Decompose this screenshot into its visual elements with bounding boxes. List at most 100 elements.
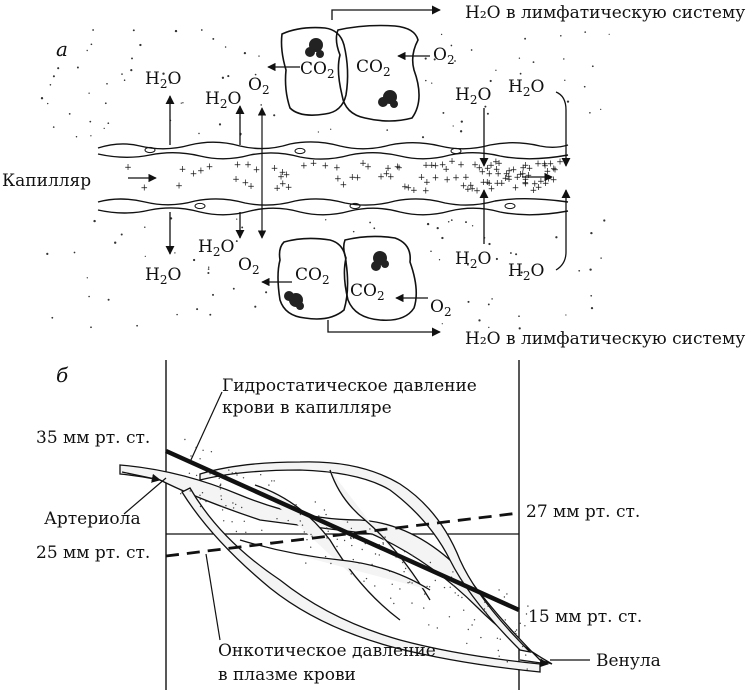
svg-text:+: + [359,159,367,169]
svg-text:+: + [422,161,430,171]
endothelial-nuclei [144,146,516,210]
svg-text:+: + [232,175,240,185]
svg-text:+: + [525,171,533,181]
svg-text:+: + [448,157,456,167]
svg-text:+: + [550,176,558,186]
svg-text:+: + [439,160,447,170]
svg-text:+: + [493,165,501,175]
svg-text:+: + [486,169,494,179]
svg-text:+: + [242,179,250,189]
svg-text:+: + [542,179,550,189]
svg-text:+: + [471,160,479,170]
svg-text:CO2: CO2 [295,265,330,287]
svg-text:+: + [457,161,465,171]
svg-text:+: + [492,158,500,168]
svg-text:+: + [487,161,495,171]
svg-text:+: + [410,186,418,196]
lymph-top: H₂O в лимфатическую систему [331,3,745,23]
svg-text:+: + [514,173,522,183]
svg-text:+: + [522,178,530,188]
svg-text:+: + [271,164,279,174]
arteriole-leader [123,477,167,515]
venula-label: Венула [596,651,661,671]
svg-text:+: + [484,178,492,188]
svg-text:+: + [464,185,472,195]
svg-text:+: + [530,186,538,196]
svg-text:+: + [206,163,214,173]
svg-text:+: + [334,174,342,184]
pressure-35: 35 мм рт. ст. [36,428,150,448]
hydrostatic-label-1: Гидростатическое давление [222,376,477,396]
svg-text:+: + [502,174,510,184]
svg-text:CO2: CO2 [350,281,385,303]
capillary-wall-bottom [97,198,569,216]
svg-text:+: + [541,160,549,170]
svg-text:+: + [354,173,362,183]
svg-text:O2: O2 [433,45,455,67]
svg-text:+: + [285,183,293,193]
svg-text:+: + [190,170,198,180]
svg-text:+: + [283,170,291,180]
svg-text:+: + [405,184,413,194]
svg-text:H2O: H2O [455,85,491,107]
svg-text:+: + [503,170,511,180]
lymph-bottom: H₂O в лимфатическую систему [327,320,745,349]
svg-text:+: + [452,173,460,183]
svg-text:+: + [517,170,525,180]
svg-text:+: + [394,163,402,173]
panel-a: а ++++++++++++++++++++++++++++++++++++++… [2,3,745,349]
lymph-top-label: H₂O в лимфатическую систему [465,3,745,23]
svg-text:+: + [442,165,450,175]
svg-text:+: + [522,161,530,171]
svg-text:+: + [401,182,409,192]
oncotic-leader [205,553,221,641]
svg-text:H2O: H2O [205,89,241,111]
oncotic-pressure-line [165,511,520,558]
svg-text:+: + [510,165,518,175]
svg-text:+: + [550,165,558,175]
tissue-cell-top-right [335,24,420,122]
svg-text:+: + [522,175,530,185]
svg-text:+: + [418,173,426,183]
svg-text:+: + [485,179,493,189]
svg-text:+: + [556,158,564,168]
svg-text:+: + [253,165,261,175]
svg-text:H2O: H2O [145,265,181,287]
svg-text:+: + [505,166,513,176]
oncotic-label-2: в плазме крови [218,665,356,685]
svg-text:+: + [541,162,549,172]
lymph-bottom-label: H₂O в лимфатическую систему [465,329,745,349]
arteriole-flow-arrow [121,471,161,483]
svg-text:+: + [279,180,287,190]
svg-text:+: + [384,164,392,174]
gas-exchange-bottom: CO2 CO2 O2 O2 [238,255,452,319]
hydrostatic-leader [189,391,223,463]
svg-text:+: + [124,163,132,173]
cell-nucleus [284,38,398,310]
svg-text:+: + [512,184,520,194]
capillary-wall-top [97,141,569,160]
tissue-cell-top-left [280,26,349,116]
svg-text:+: + [476,164,484,174]
svg-text:+: + [300,162,308,172]
svg-text:+: + [349,173,357,183]
capillary-label: Капилляр [2,171,91,191]
svg-text:+: + [462,173,470,183]
svg-text:H2O: H2O [198,237,234,259]
svg-text:+: + [432,161,440,171]
svg-text:+: + [179,165,187,175]
svg-text:+: + [495,159,503,169]
h2o-labels-top: H2O H2O H2O H2O [145,69,544,111]
svg-text:O2: O2 [430,297,452,319]
svg-text:+: + [488,185,496,195]
svg-text:+: + [531,180,539,190]
svg-text:+: + [432,173,440,183]
svg-text:+: + [340,181,348,191]
arteriola-label: Артериола [44,509,141,529]
svg-text:+: + [428,161,436,171]
plasma-protein-marks: ++++++++++++++++++++++++++++++++++++++++… [124,157,564,197]
svg-text:+: + [484,164,492,174]
capillary-network [119,461,553,673]
svg-text:+: + [534,160,542,170]
svg-text:+: + [364,162,372,172]
